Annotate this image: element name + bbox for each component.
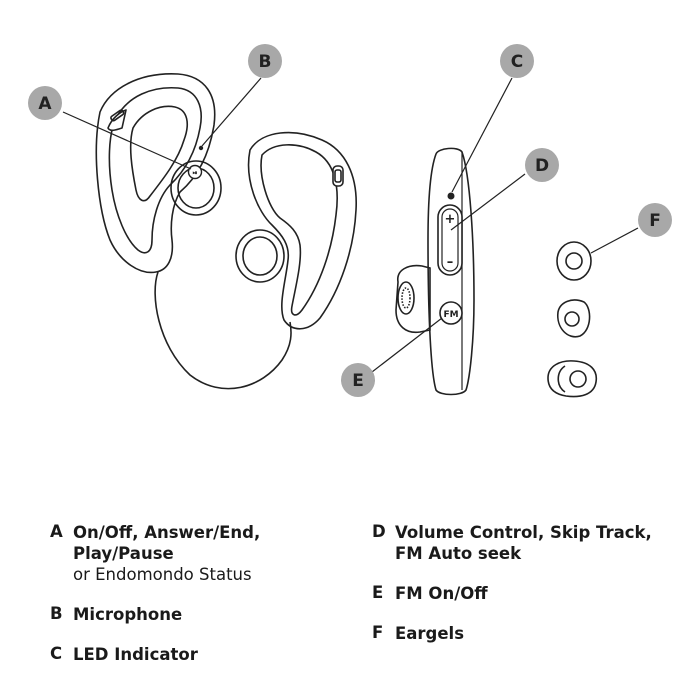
- legend-letter: E: [372, 583, 384, 602]
- legend-right: D Volume Control, Skip Track, FM Auto se…: [372, 522, 692, 663]
- button-a[interactable]: ⏯: [187, 164, 203, 180]
- legend-label: FM Auto seek: [395, 544, 522, 563]
- legend-label: Microphone: [73, 605, 183, 624]
- legend-label: Eargels: [395, 624, 465, 643]
- legend-label: Play/Pause: [73, 544, 174, 563]
- headset-diagram: ⏯ + – FM: [28, 44, 672, 398]
- callout-b: B: [248, 44, 282, 78]
- legend-letter: B: [50, 604, 63, 623]
- volume-plus-label: +: [445, 212, 456, 227]
- eargel-wing: [547, 360, 598, 398]
- svg-text:⏯: ⏯: [193, 170, 198, 177]
- legend-letter: A: [50, 522, 63, 541]
- svg-text:F: F: [649, 211, 661, 231]
- callout-c: C: [500, 44, 534, 78]
- legend-letter: F: [372, 623, 384, 642]
- legend-label: On/Off, Answer/End,: [73, 523, 261, 542]
- fm-button[interactable]: FM: [439, 301, 463, 325]
- legend-label: Volume Control, Skip Track,: [395, 523, 652, 542]
- controller-side-view: [395, 147, 475, 396]
- volume-rocker[interactable]: + –: [437, 204, 463, 276]
- legend-label: FM On/Off: [395, 584, 488, 603]
- svg-text:D: D: [535, 156, 549, 176]
- left-earpiece: [95, 73, 222, 274]
- legend-letter: D: [372, 522, 386, 541]
- volume-minus-label: –: [447, 255, 454, 270]
- legend-sublabel: or Endomondo Status: [73, 565, 252, 584]
- legend-item-d: D Volume Control, Skip Track, FM Auto se…: [372, 522, 692, 564]
- callout-f: F: [638, 203, 672, 237]
- svg-text:E: E: [352, 371, 364, 391]
- svg-text:C: C: [511, 52, 523, 72]
- legend-item-b: B Microphone: [50, 604, 370, 625]
- leader-lines: [62, 77, 639, 373]
- svg-text:B: B: [259, 52, 272, 72]
- legend-letter: C: [50, 644, 63, 663]
- svg-text:A: A: [38, 94, 52, 114]
- callout-d: D: [525, 148, 559, 182]
- callout-a: A: [28, 86, 62, 120]
- legend-item-a: A On/Off, Answer/End, Play/Pause or Endo…: [50, 522, 370, 585]
- eargel-tear: [557, 299, 591, 338]
- right-earpiece: [235, 131, 357, 330]
- legend-left: A On/Off, Answer/End, Play/Pause or Endo…: [50, 522, 370, 684]
- fm-button-label: FM: [443, 310, 458, 320]
- legend-item-f: F Eargels: [372, 623, 692, 644]
- legend-label: LED Indicator: [73, 645, 198, 664]
- eargel-round: [556, 241, 592, 281]
- legend-item-c: C LED Indicator: [50, 644, 370, 665]
- callout-e: E: [341, 363, 375, 397]
- legend-item-e: E FM On/Off: [372, 583, 692, 604]
- neck-cable: [154, 271, 292, 390]
- mic-dot: [198, 145, 204, 151]
- led-indicator: [447, 192, 455, 200]
